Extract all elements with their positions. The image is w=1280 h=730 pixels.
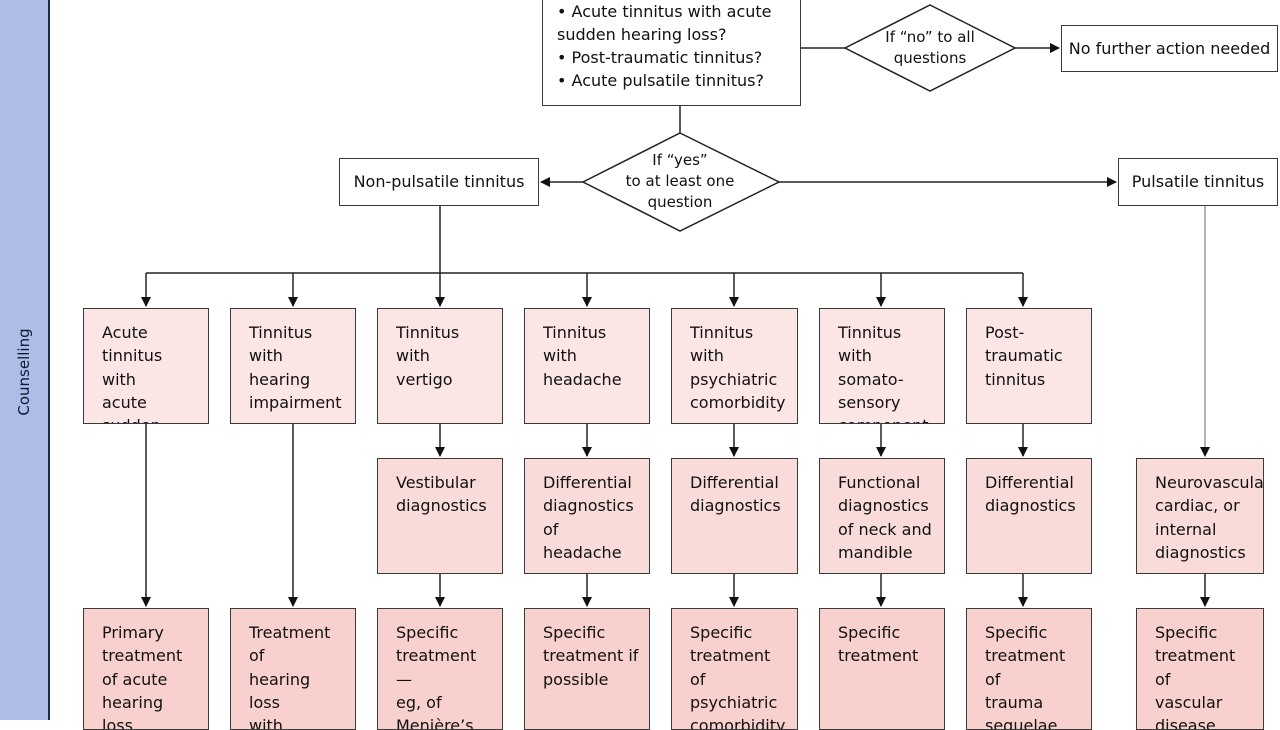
yes-decision-label: If “yes” to at least one question xyxy=(625,151,735,211)
treatment-psychiatric: Specific treatment of psychiatric comorb… xyxy=(671,608,798,730)
diagnostics-neck-mandible: Functional diagnostics of neck and mandi… xyxy=(819,458,945,574)
diagnostics-neurovascular: Neurovascular, cardiac, or internal diag… xyxy=(1136,458,1264,574)
treatment-trauma-sequelae: Specific treatment of trauma sequelae xyxy=(966,608,1092,730)
category-acute-hearing-loss: Acute tinnitus with acute sudden hearing… xyxy=(83,308,209,424)
treatment-vascular-disease: Specific treatment of vascular disease xyxy=(1136,608,1264,730)
diagnostics-headache: Differential diagnostics of headache xyxy=(524,458,650,574)
diagnostics-vestibular: Vestibular diagnostics xyxy=(377,458,503,574)
treatment-headache: Specific treatment if possible xyxy=(524,608,650,730)
treatment-hearing-aid: Treatment of hearing loss with hearing a… xyxy=(230,608,356,730)
category-post-traumatic: Post- traumatic tinnitus xyxy=(966,308,1092,424)
yes-decision-diamond xyxy=(581,132,781,232)
no-further-action-box: No further action needed xyxy=(1061,25,1278,72)
diagnostics-psychiatric: Differential diagnostics xyxy=(671,458,798,574)
non-pulsatile-tinnitus-box: Non-pulsatile tinnitus xyxy=(339,158,539,206)
category-hearing-impairment: Tinnitus with hearing impairment xyxy=(230,308,356,424)
screening-questions-box: • Acute tinnitus with acute sudden heari… xyxy=(542,0,801,106)
treatment-somatosensory: Specific treatment xyxy=(819,608,945,730)
category-headache: Tinnitus with headache xyxy=(524,308,650,424)
treatment-menieres: Specific treatment— eg, of Menière’s dis… xyxy=(377,608,503,730)
pulsatile-tinnitus-box: Pulsatile tinnitus xyxy=(1118,158,1278,206)
counselling-sidebar: Counselling xyxy=(0,0,50,720)
category-somatosensory: Tinnitus with somato- sensory component xyxy=(819,308,945,424)
diagnostics-post-traumatic: Differential diagnostics xyxy=(966,458,1092,574)
no-decision-diamond xyxy=(843,4,1017,92)
sidebar-label: Counselling xyxy=(15,328,33,416)
category-vertigo: Tinnitus with vertigo xyxy=(377,308,503,424)
no-decision-label: If “no” to all questions xyxy=(885,28,975,67)
treatment-acute-hearing-loss: Primary treatment of acute hearing loss xyxy=(83,608,209,730)
category-psychiatric-comorbidity: Tinnitus with psychiatric comorbidity xyxy=(671,308,798,424)
